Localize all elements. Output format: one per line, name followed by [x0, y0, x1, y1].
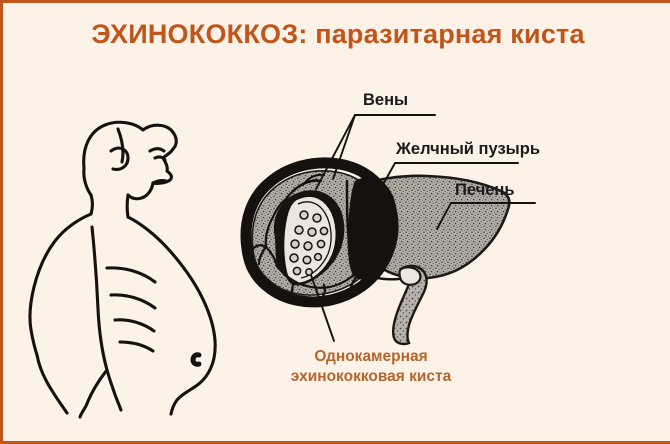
vein-branch-upper-3 [301, 173, 326, 187]
liver-anatomy-group [240, 157, 511, 346]
brow-line [148, 147, 166, 153]
protoscolices-group [289, 210, 329, 276]
protoscolex [316, 239, 326, 249]
protoscolex [292, 266, 302, 276]
patient-figure [28, 120, 217, 419]
vein-branch-upper-2 [293, 179, 323, 191]
neck-back [89, 193, 95, 216]
flank-line [90, 225, 123, 412]
vein-twig-c [264, 245, 279, 268]
protoscolex [289, 253, 299, 263]
leader-line-liver [436, 202, 452, 230]
leader-line-cyst [310, 274, 335, 342]
cyst-caption: Однокамерная эхинококковая киста [231, 347, 511, 387]
vein-lower-arc [275, 264, 302, 286]
protoscolex [319, 226, 329, 236]
head-outline [82, 120, 178, 170]
rib-mark-2 [109, 293, 157, 310]
vein-branch-left [271, 197, 288, 219]
protoscolex [302, 255, 312, 265]
jaw-chin [125, 193, 146, 219]
protoscolex [303, 241, 313, 251]
vein-loop-left [290, 283, 299, 304]
protoscolex [312, 213, 322, 223]
lower-abdomen-contour [169, 386, 195, 416]
protoscolex [313, 252, 323, 262]
vein-lower-arc-2 [298, 282, 336, 289]
label-gallbladder: Желчный пузырь [396, 140, 540, 158]
forearm-outline [35, 353, 69, 415]
rib-mark-3 [113, 318, 156, 333]
ear-outline [109, 146, 130, 171]
rib-mark-1 [105, 266, 157, 284]
portal-branch-down [348, 270, 363, 293]
gallbladder [347, 177, 397, 280]
cyst-caption-line-1: Однокамерная [314, 348, 428, 365]
page-title: ЭХИНОКОККОЗ: паразитарная киста [91, 19, 585, 49]
cyst-caption-line-2: эхинококковая киста [290, 368, 452, 385]
vessel-lumen-opening [398, 266, 422, 286]
thigh-line [78, 368, 109, 419]
portal-trunk-mid [347, 241, 363, 274]
back-of-head [82, 166, 93, 197]
medical-illustration-canvas [28, 114, 536, 419]
protoscolex [305, 268, 313, 276]
cyst-germinal-membrane [297, 201, 332, 279]
label-liver: Печень [455, 181, 515, 199]
rib-mark-4 [118, 340, 155, 353]
eye-line [153, 155, 167, 162]
leader-lines-group [310, 114, 536, 342]
protoscolex [307, 227, 317, 237]
protoscolex [294, 225, 304, 235]
portal-trunk-upper [345, 179, 351, 245]
vein-branch-left-2 [264, 215, 275, 249]
mouth-line [151, 179, 168, 185]
vein-lower-arc-3 [332, 270, 359, 288]
hairline [116, 127, 125, 164]
abdomen-contour [126, 215, 217, 390]
portal-vessel-group [345, 179, 401, 293]
vein-loop-right [319, 283, 327, 301]
protoscolex [299, 210, 309, 220]
label-veins: Вены [363, 91, 409, 109]
portal-branch-right [359, 270, 401, 281]
descending-vessel [392, 264, 428, 346]
protoscolex [290, 239, 300, 249]
vein-twig-a [251, 244, 268, 251]
hepatic-veins-group [251, 173, 359, 306]
vein-twig-b [257, 245, 268, 266]
leader-line-veins-a [315, 114, 356, 190]
leader-line-veins-b [332, 114, 356, 180]
back-shoulder-arm-outline [28, 212, 93, 357]
leader-line-gallbladder [374, 162, 396, 200]
navel [190, 352, 202, 367]
